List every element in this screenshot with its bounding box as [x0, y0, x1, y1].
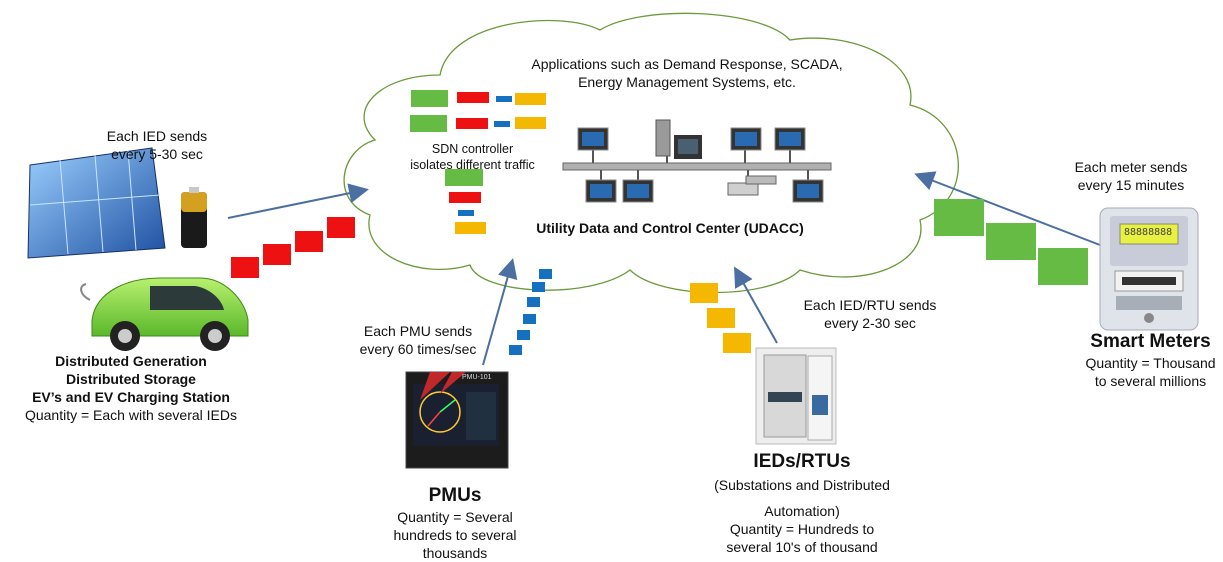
der-packet: [231, 257, 259, 278]
sdn-green-packet-1: [411, 90, 448, 107]
pmu-send-line-2: every 60 times/sec: [359, 341, 477, 357]
udacc-cloud: [343, 12, 959, 294]
pmu-quantity-line-2: hundreds to several: [393, 527, 517, 543]
pmu-packet: [523, 314, 536, 324]
pmu-quantity-line-1: Quantity = Several: [397, 509, 513, 525]
pmu-packet: [509, 345, 522, 355]
der-label-line-2: Distributed Storage: [66, 371, 196, 387]
applications-line-1: Applications such as Demand Response, SC…: [531, 56, 843, 72]
der-packet: [295, 231, 323, 252]
sdn-controller-line-1: SDN controller: [431, 142, 514, 156]
der-send-line-2: every 5-30 sec: [111, 146, 203, 162]
der-quantity: Quantity = Each with several IEDs: [24, 407, 238, 423]
sdn-controller-line-2: isolates different traffic: [410, 158, 535, 172]
ied-quantity-line-2: several 10's of thousand: [726, 539, 878, 555]
applications-line-2: Energy Management Systems, etc.: [578, 74, 796, 90]
udacc-label: Utility Data and Control Center (UDACC): [536, 220, 804, 236]
ied-packet: [707, 308, 735, 328]
sdn-blue-packet-3: [458, 210, 474, 216]
ied-quantity-line-1: Quantity = Hundreds to: [729, 521, 875, 537]
sdn-blue-packet-2: [494, 121, 510, 127]
meter-packet: [934, 199, 984, 236]
ied-arrow: [734, 266, 778, 344]
battery-icon: [181, 187, 207, 248]
sdn-red-packet-2: [456, 118, 488, 129]
pmu-packet: [532, 282, 545, 292]
sdn-green-packet-3: [445, 169, 483, 186]
pmu-quantity-line-3: thousands: [422, 545, 488, 561]
sdn-yellow-packet-1: [515, 93, 546, 105]
meter-packet: [986, 223, 1036, 260]
sdn-red-packet-3: [449, 192, 481, 203]
meter-send-line-1: Each meter sends: [1074, 159, 1188, 175]
smart-meter-photo: [1099, 207, 1199, 331]
pmu-packet: [517, 330, 530, 340]
ied-subtitle-line-2: Automation): [764, 503, 840, 519]
der-arrow: [227, 183, 369, 219]
meter-arrow: [914, 171, 1114, 251]
pmu-arrow: [482, 258, 518, 366]
sdn-red-packet-1: [457, 92, 489, 103]
meter-packet: [1038, 248, 1088, 285]
der-label-line-1: Distributed Generation: [55, 353, 207, 369]
pmu-send-line-1: Each PMU sends: [363, 323, 473, 339]
meter-title: Smart Meters: [1090, 331, 1211, 352]
udacc-network-icon: [562, 119, 832, 203]
ied-packet: [690, 283, 718, 303]
der-send-line-1: Each IED sends: [106, 128, 208, 144]
ied-send-line-1: Each IED/RTU sends: [803, 297, 937, 313]
ied-send-line-2: every 2-30 sec: [824, 315, 916, 331]
meter-quantity-line-2: to several millions: [1094, 373, 1207, 389]
pmu-model-label: PMU-101: [462, 374, 492, 381]
meter-quantity-line-1: Quantity = Thousand: [1085, 355, 1216, 371]
solar-wind-photo: [27, 147, 166, 259]
pmu-device-photo: [405, 371, 509, 469]
ied-subtitle-line-1: (Substations and Distributed: [714, 477, 890, 493]
sdn-yellow-packet-3: [455, 222, 486, 234]
pmu-packet: [527, 297, 540, 307]
ied-title: IEDs/RTUs: [753, 451, 851, 472]
der-packet: [263, 244, 291, 265]
sdn-blue-packet-1: [496, 96, 512, 102]
sdn-green-packet-2: [410, 115, 447, 132]
sdn-yellow-packet-2: [515, 117, 546, 129]
ev-car-icon: [80, 277, 249, 351]
ied-packet: [723, 333, 751, 353]
der-packet: [327, 217, 355, 238]
ied-cabinet-photo: [755, 347, 837, 445]
meter-display: 88888888: [1124, 227, 1173, 238]
pmu-title: PMUs: [428, 485, 482, 506]
pmu-packet: [539, 269, 552, 279]
der-label-line-3: EV’s and EV Charging Station: [32, 389, 230, 405]
meter-send-line-2: every 15 minutes: [1077, 177, 1185, 193]
